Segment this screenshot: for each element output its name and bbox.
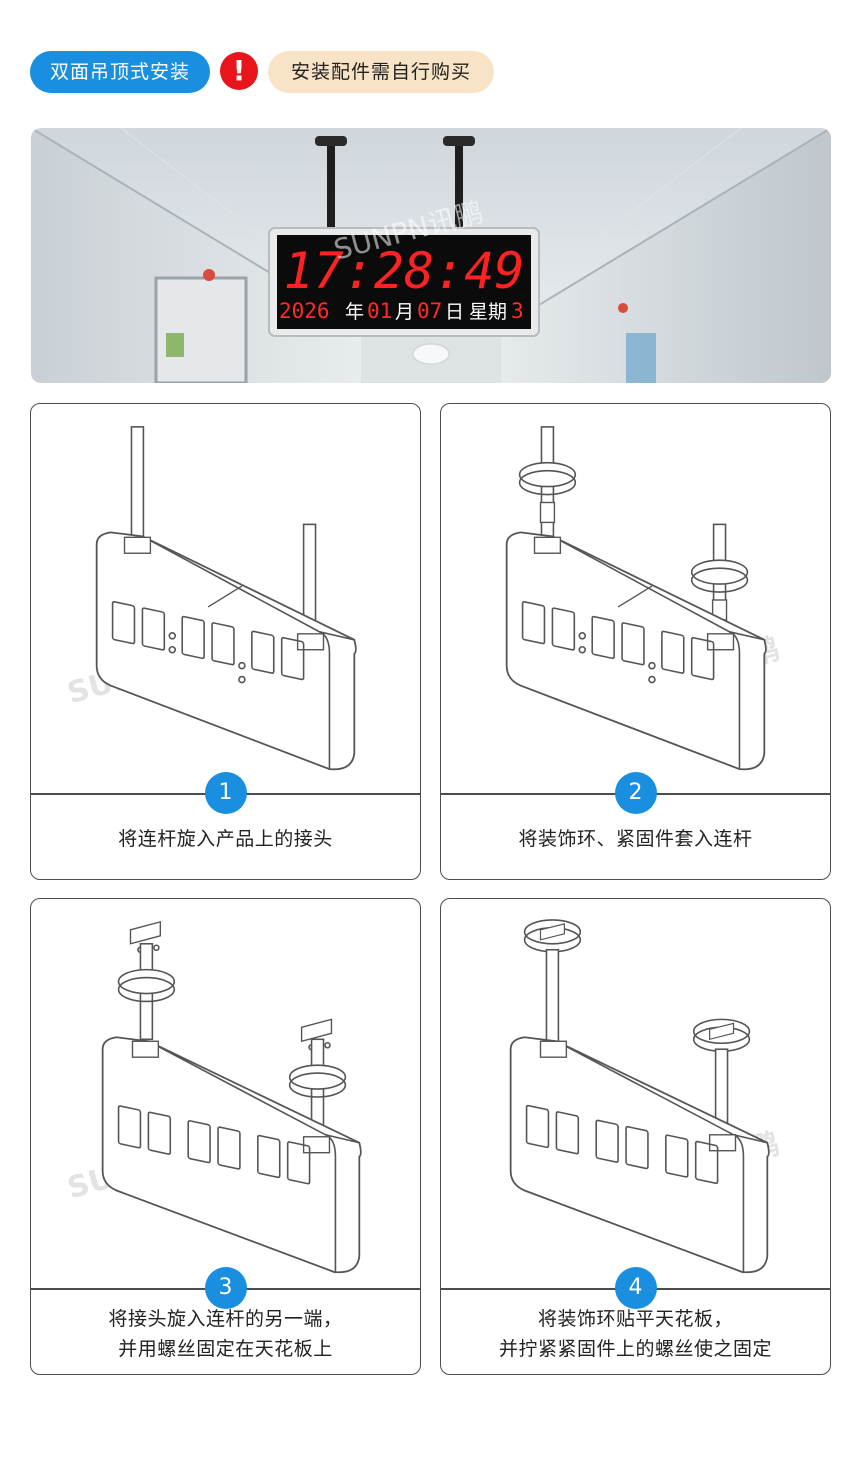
hero-photo: 17:28:49 2026 年 01 月 07 日 星期 3 SUNPN讯鹏 bbox=[31, 128, 831, 383]
caption-line: 将连杆旋入产品上的接头 bbox=[118, 828, 333, 850]
caption-line: 将装饰环贴平天花板， bbox=[537, 1308, 733, 1330]
clock-day: 07 bbox=[417, 299, 442, 323]
clock-month-char: 月 bbox=[395, 301, 414, 323]
step-3-illustration: SUNPN讯鹏 bbox=[64, 920, 362, 1274]
clock-month: 01 bbox=[367, 299, 392, 323]
step-2-illustration: SUNPN讯鹏 bbox=[505, 426, 783, 771]
notice-badge: 安装配件需自行购买 bbox=[268, 51, 494, 93]
step-card-4: SUNPN讯鹏 4 将装饰环贴平天花板， 并拧紧紧固件上的螺丝使之固定 bbox=[440, 898, 831, 1375]
step-card-3: SUNPN讯鹏 3 将接头旋入连杆的另一端， 并用螺丝固定在天花板上 bbox=[30, 898, 421, 1375]
clock-weekday: 3 bbox=[511, 299, 524, 323]
clock-year: 2026 bbox=[279, 299, 330, 323]
caption-line: 并拧紧紧固件上的螺丝使之固定 bbox=[498, 1338, 772, 1360]
caption-line: 并用螺丝固定在天花板上 bbox=[118, 1338, 333, 1360]
step-number-badge: 4 bbox=[614, 1267, 657, 1309]
clock-time-display: 17:28:49 bbox=[284, 242, 525, 300]
step-caption: 将连杆旋入产品上的接头 bbox=[31, 809, 420, 869]
clock-year-char: 年 bbox=[345, 301, 364, 323]
clock-weekday-label: 星期 bbox=[469, 301, 507, 323]
step-4-illustration: SUNPN讯鹏 bbox=[509, 919, 783, 1274]
step-1-illustration: SUNPN讯鹏 bbox=[64, 426, 357, 771]
clock-day-char: 日 bbox=[445, 301, 464, 323]
caption-line: 将接头旋入连杆的另一端， bbox=[108, 1308, 343, 1330]
step-number-badge: 3 bbox=[204, 1267, 247, 1309]
step-caption: 将装饰环、紧固件套入连杆 bbox=[441, 809, 830, 869]
step-card-2: SUNPN讯鹏 2 将装饰环、紧固件套入连杆 bbox=[440, 403, 831, 880]
step-number-badge: 2 bbox=[614, 772, 657, 814]
exclamation-icon: ! bbox=[220, 52, 258, 90]
caption-line: 将装饰环、紧固件套入连杆 bbox=[518, 828, 753, 850]
step-caption: 将装饰环贴平天花板， 并拧紧紧固件上的螺丝使之固定 bbox=[441, 1304, 830, 1364]
step-caption: 将接头旋入连杆的另一端， 并用螺丝固定在天花板上 bbox=[31, 1304, 420, 1364]
step-card-1: SUNPN讯鹏 1 将连杆旋入产品上的接头 bbox=[30, 403, 421, 880]
step-number-badge: 1 bbox=[204, 772, 247, 814]
install-type-badge: 双面吊顶式安装 bbox=[30, 51, 210, 93]
